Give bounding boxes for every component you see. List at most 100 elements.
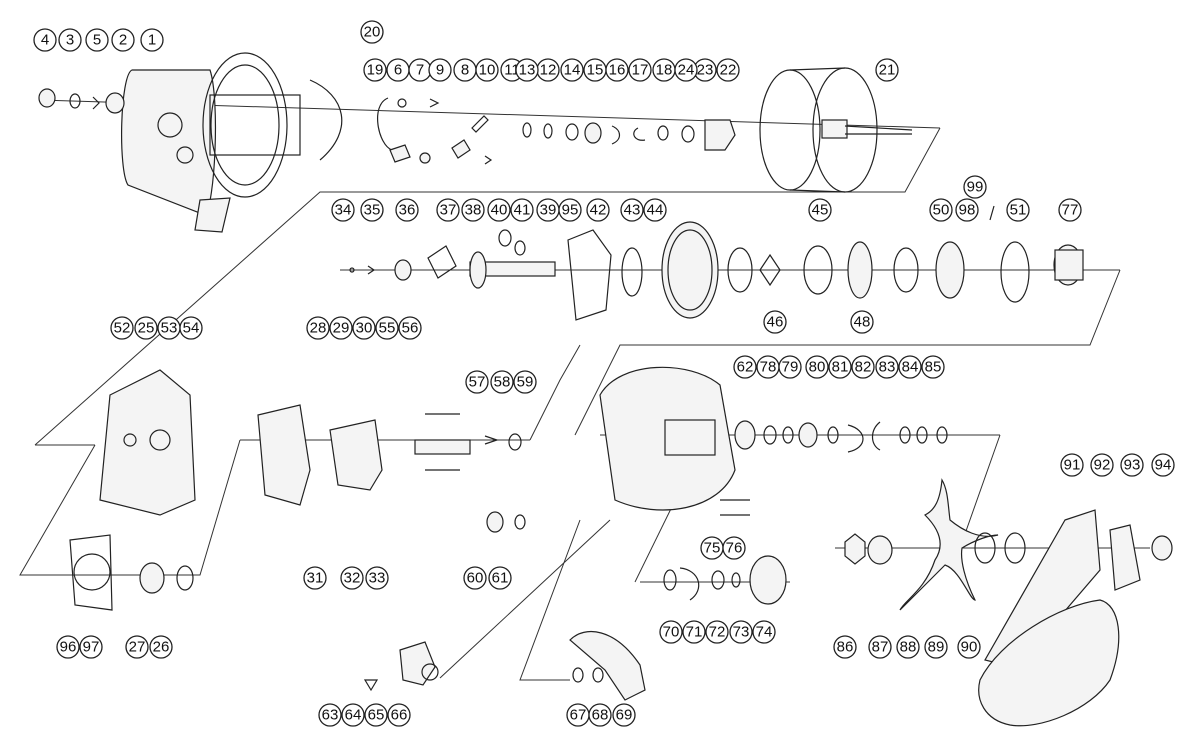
callout-number: 76 xyxy=(726,540,743,557)
callout-number: 59 xyxy=(517,374,534,391)
callout-circle xyxy=(1058,198,1082,222)
callout-18: 18 xyxy=(652,58,676,82)
callout-30: 30 xyxy=(352,316,376,340)
callout-number: 20 xyxy=(364,24,381,41)
callout-circle xyxy=(56,635,80,659)
callout-number: 5 xyxy=(93,32,101,49)
callout-1: 1 xyxy=(140,28,164,52)
callout-26: 26 xyxy=(149,635,173,659)
callout-96: 96 xyxy=(56,635,80,659)
callout-circle xyxy=(515,58,539,82)
callout-81: 81 xyxy=(828,355,852,379)
callout-number: 36 xyxy=(399,202,416,219)
callout-circle xyxy=(463,566,487,590)
callout-circle xyxy=(340,566,364,590)
callout-number: 46 xyxy=(767,314,784,331)
callout-number: 90 xyxy=(961,639,978,656)
callout-number: 51 xyxy=(1010,202,1027,219)
callout-number: 82 xyxy=(855,359,872,376)
callout-number: 15 xyxy=(587,62,604,79)
callout-circle xyxy=(716,58,740,82)
callout-73: 73 xyxy=(729,620,753,644)
callout-circle xyxy=(957,635,981,659)
callout-55: 55 xyxy=(375,316,399,340)
callout-circle xyxy=(586,198,610,222)
reel-frame xyxy=(38,52,736,233)
side-plate-assembly xyxy=(69,369,526,611)
callout-number: 30 xyxy=(356,320,373,337)
callout-number: 56 xyxy=(402,320,419,337)
callout-circle xyxy=(110,316,134,340)
callout-number: 99 xyxy=(967,179,984,196)
callout-number: 17 xyxy=(632,62,649,79)
drive-gear-stack xyxy=(349,205,1084,321)
callout-circle xyxy=(752,620,776,644)
callout-circle xyxy=(1006,198,1030,222)
callout-number: 31 xyxy=(307,570,324,587)
callout-number: 62 xyxy=(737,359,754,376)
callout-82: 82 xyxy=(851,355,875,379)
callout-circle xyxy=(179,316,203,340)
callout-number: 12 xyxy=(540,62,557,79)
callout-41: 41 xyxy=(510,198,534,222)
callout-number: 10 xyxy=(479,62,496,79)
callout-circle xyxy=(318,703,342,727)
callout-number: 21 xyxy=(879,62,896,79)
callout-number: 23 xyxy=(697,62,714,79)
callout-35: 35 xyxy=(360,198,384,222)
callout-number: 60 xyxy=(467,570,484,587)
callout-number: 93 xyxy=(1124,457,1141,474)
callout-circle xyxy=(149,635,173,659)
callout-circle xyxy=(428,58,452,82)
callout-number: 44 xyxy=(647,202,664,219)
callout-71: 71 xyxy=(682,620,706,644)
callout-number: 81 xyxy=(832,359,849,376)
callout-circle xyxy=(833,635,857,659)
callout-circle xyxy=(395,198,419,222)
callout-number: 6 xyxy=(394,62,402,79)
callout-number: 1 xyxy=(148,32,156,49)
callout-number: 58 xyxy=(494,374,511,391)
callout-80: 80 xyxy=(805,355,829,379)
callout-number: 72 xyxy=(709,624,726,641)
callout-90: 90 xyxy=(957,635,981,659)
callout-33: 33 xyxy=(365,566,389,590)
callout-circle xyxy=(620,198,644,222)
callout-circle xyxy=(733,355,757,379)
callout-circle xyxy=(125,635,149,659)
callout-number: 84 xyxy=(902,359,919,376)
callout-84: 84 xyxy=(898,355,922,379)
callout-circle xyxy=(722,536,746,560)
callout-22: 22 xyxy=(716,58,740,82)
callout-44: 44 xyxy=(643,198,667,222)
callout-21: 21 xyxy=(875,58,899,82)
callout-95: 95 xyxy=(558,198,582,222)
callout-number: 39 xyxy=(540,202,557,219)
callout-circle xyxy=(868,635,892,659)
callout-number: 16 xyxy=(609,62,626,79)
callout-91: 91 xyxy=(1060,453,1084,477)
callout-36: 36 xyxy=(395,198,419,222)
callout-number: 35 xyxy=(364,202,381,219)
callout-7: 7 xyxy=(408,58,432,82)
callout-24: 24 xyxy=(674,58,698,82)
callout-number: 19 xyxy=(367,62,384,79)
lever-parts xyxy=(363,631,646,701)
callout-number: 63 xyxy=(322,707,339,724)
callout-number: 61 xyxy=(492,570,509,587)
callout-52: 52 xyxy=(110,316,134,340)
callout-number: 57 xyxy=(469,374,486,391)
callout-48: 48 xyxy=(850,310,874,334)
callout-98: 98 xyxy=(955,198,979,222)
callout-15: 15 xyxy=(583,58,607,82)
callout-42: 42 xyxy=(586,198,610,222)
callout-13: 13 xyxy=(515,58,539,82)
callout-92: 92 xyxy=(1090,453,1114,477)
spool xyxy=(759,67,913,193)
callout-number: 22 xyxy=(720,62,737,79)
callout-50: 50 xyxy=(929,198,953,222)
callout-circle xyxy=(1120,453,1144,477)
callout-circle xyxy=(363,58,387,82)
